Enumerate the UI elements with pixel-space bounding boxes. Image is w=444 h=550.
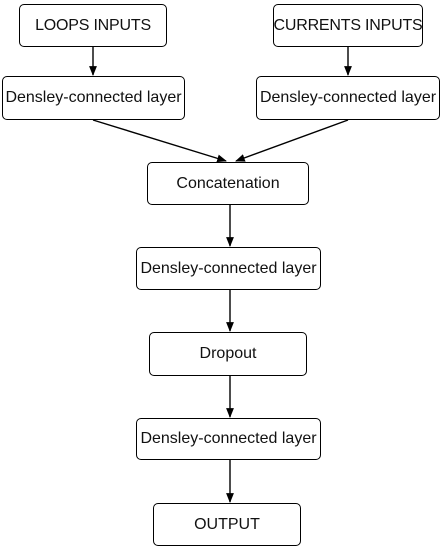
dense-layer-bottom-node: Densley-connected layer [136,418,321,460]
currents-inputs-node: CURRENTS INPUTS [273,4,423,47]
arrow-dense-right-to-concat [235,119,349,162]
dense-layer-left-node: Densley-connected layer [2,76,185,120]
loops-inputs-node: LOOPS INPUTS [19,4,167,47]
dense-layer-middle-node: Densley-connected layer [136,247,321,290]
dense-layer-right-node: Densley-connected layer [256,76,440,120]
output-node: OUTPUT [153,503,301,546]
concatenation-node: Concatenation [147,162,309,205]
dropout-node: Dropout [149,332,307,376]
arrow-dense-left-to-concat [92,119,227,163]
